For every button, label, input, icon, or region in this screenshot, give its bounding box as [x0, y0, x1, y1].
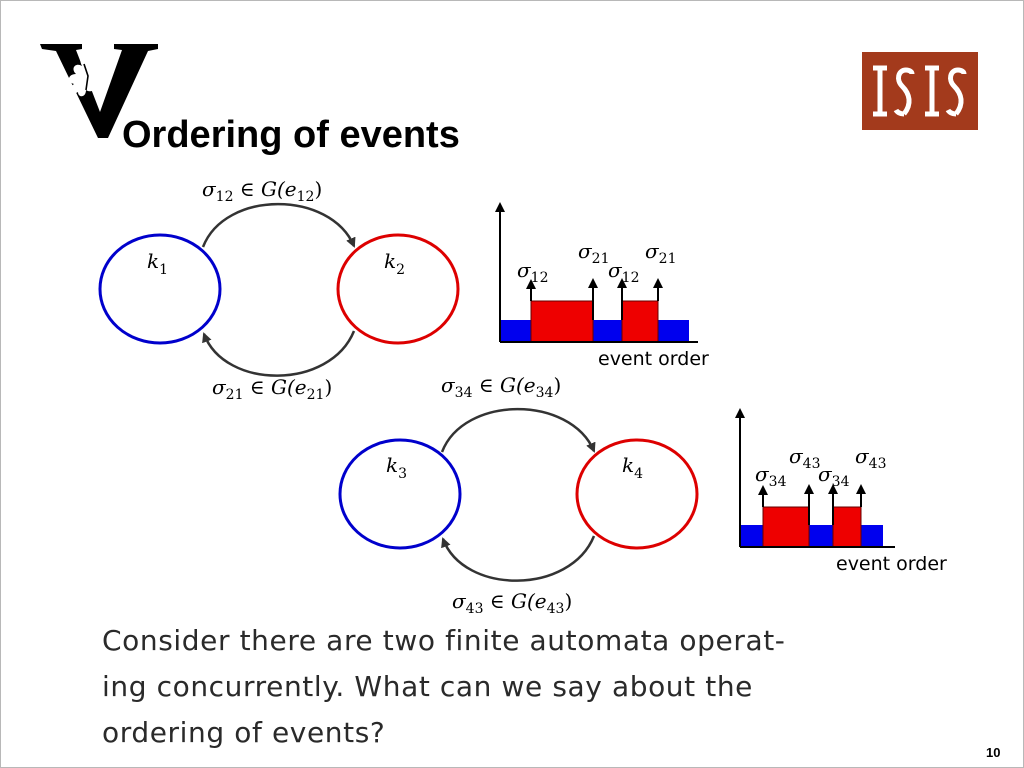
event-bar-blue	[740, 525, 883, 547]
state-k2[interactable]	[336, 233, 460, 345]
event-label: σ34	[755, 462, 787, 490]
system1-automaton: k1 k2 σ12 ∈ G(e12) σ21 ∈ G(e21)	[98, 177, 460, 403]
state-label-k4: k4	[622, 453, 643, 482]
transition-arc-21	[202, 330, 356, 377]
page-number: 10	[986, 745, 1001, 760]
transition-arc-43	[441, 535, 596, 582]
isis-logo-text: ISIS	[920, 99, 922, 101]
transition-label-34: σ34 ∈ G(e34)	[441, 373, 561, 401]
chart-x-label: event order	[598, 348, 709, 370]
event-bar-red	[621, 300, 659, 343]
event-bar-red	[762, 506, 810, 548]
page-title: Ordering of events	[122, 114, 460, 156]
event-label: σ34	[818, 462, 850, 490]
event-label: σ43	[855, 444, 886, 472]
body-line: ing concurrently. What can we say about …	[102, 670, 753, 703]
system2-event-chart: σ34 σ43 σ34 σ43 event order	[735, 408, 947, 575]
transition-label-21: σ21 ∈ G(e21)	[212, 375, 332, 403]
state-k3[interactable]	[338, 438, 462, 550]
state-label-k2: k2	[384, 249, 405, 278]
chart-x-label: event order	[836, 553, 947, 575]
transition-arc-34	[440, 407, 596, 453]
state-label-k1: k1	[147, 249, 168, 278]
transition-arc-12	[201, 202, 356, 248]
event-bar-red	[530, 300, 594, 343]
state-k4[interactable]	[575, 438, 699, 550]
transition-label-43: σ43 ∈ G(e43)	[452, 589, 572, 617]
system1-event-chart: σ12 σ21 σ12 σ21 event order	[495, 202, 709, 370]
body-line: Consider there are two finite automata o…	[102, 624, 786, 657]
event-label: σ43	[789, 444, 820, 472]
event-bar-blue	[500, 320, 689, 342]
body-paragraph: Consider there are two finite automata o…	[102, 618, 902, 756]
transition-label-12: σ12 ∈ G(e12)	[202, 177, 322, 205]
state-label-k3: k3	[386, 453, 407, 482]
state-k1[interactable]	[98, 233, 222, 345]
vanderbilt-logo-icon	[40, 44, 158, 138]
system2-automaton: k3 k4 σ34 ∈ G(e34) σ43 ∈ G(e43)	[338, 373, 699, 617]
event-label: σ12	[608, 258, 639, 286]
event-bar-red	[832, 506, 862, 548]
isis-logo-icon: ISIS	[862, 52, 978, 130]
body-line: ordering of events?	[102, 716, 386, 749]
event-label: σ21	[578, 239, 609, 267]
event-label: σ21	[645, 239, 676, 267]
event-label: σ12	[517, 258, 548, 286]
